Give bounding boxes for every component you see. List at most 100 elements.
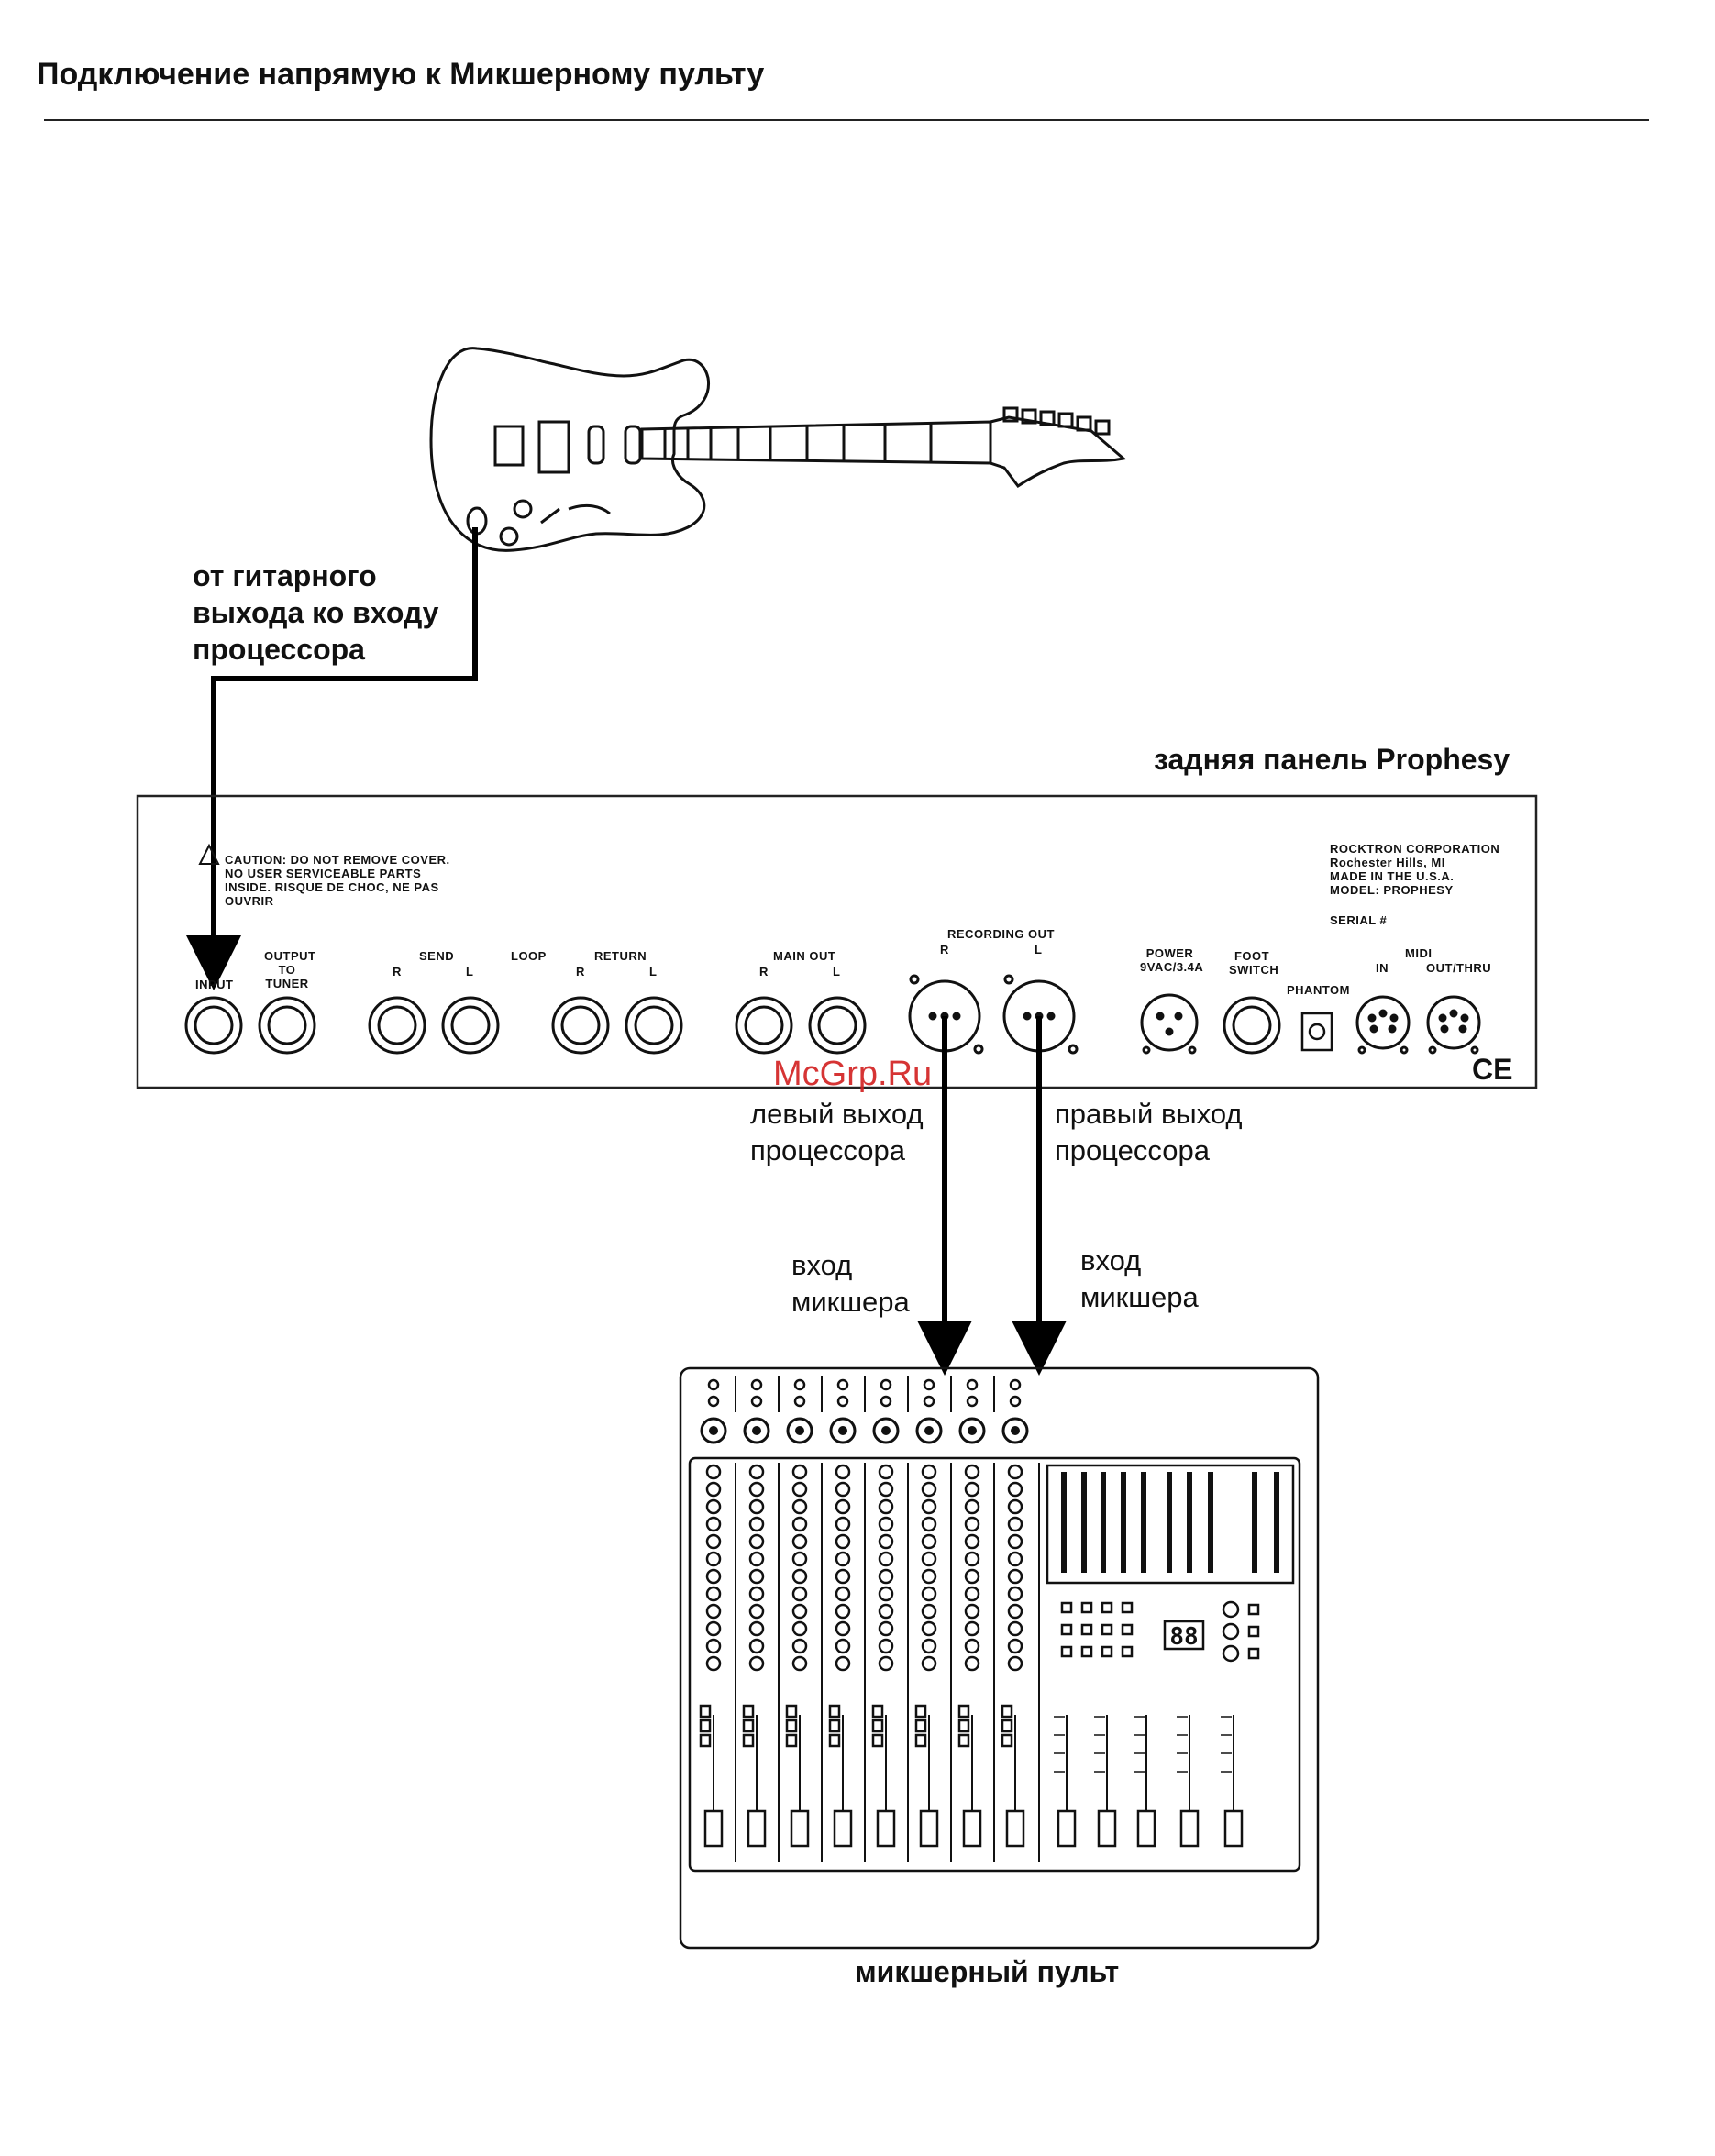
- recording-out-l-label: L: [1035, 943, 1043, 956]
- mixer-button: [914, 1704, 927, 1719]
- mixer-input-xlr: [786, 1417, 813, 1444]
- mixer-channel-knob: [835, 1655, 851, 1672]
- mixer-channel-knob: [964, 1533, 980, 1550]
- left-output-label: левый выход процессора: [750, 1098, 924, 1166]
- mixer-channel-knob: [964, 1603, 980, 1620]
- mixer-channel-knob: [1007, 1620, 1023, 1637]
- mixer-master-knob: [1222, 1644, 1240, 1663]
- mixer-channel-knob: [1007, 1551, 1023, 1567]
- mixer-led: [880, 1395, 892, 1408]
- mixer-button: [742, 1704, 755, 1719]
- mixer-meter: [1252, 1472, 1257, 1573]
- midi-out-connector: [1426, 995, 1481, 1055]
- mixer-master-knob: [1222, 1600, 1240, 1619]
- midi-label: MIDI: [1405, 946, 1433, 960]
- caution-text: CAUTION: DO NOT REMOVE COVER. NO USER SE…: [225, 853, 450, 908]
- foot-switch-jack: [1223, 996, 1281, 1055]
- guitar-neck: [640, 420, 992, 465]
- mixer-channel-knob: [705, 1586, 722, 1602]
- main-out-label: MAIN OUT: [773, 949, 836, 963]
- foot-switch-label: FOOT SWITCH: [1229, 949, 1279, 977]
- mixer-meter: [1167, 1472, 1172, 1573]
- mixer-master-button: [1121, 1623, 1134, 1636]
- mixer-channel-knob: [964, 1551, 980, 1567]
- send-l-jack: [441, 996, 500, 1055]
- midi-out-label: OUT/THRU: [1426, 961, 1492, 975]
- mixer-channel-knob: [1007, 1498, 1023, 1515]
- mixer-button: [699, 1704, 712, 1719]
- mixer-channel-knob: [791, 1533, 808, 1550]
- mixer-led: [923, 1395, 935, 1408]
- mixer-button: [828, 1719, 841, 1733]
- mixer-channel-knob: [921, 1603, 937, 1620]
- mixer-master-button: [1101, 1601, 1113, 1614]
- mixer-channel-knob: [835, 1603, 851, 1620]
- mixer-led: [1009, 1395, 1022, 1408]
- mixer-input-xlr: [829, 1417, 857, 1444]
- mixer-button: [1001, 1704, 1013, 1719]
- mixer-channel-knob: [705, 1551, 722, 1567]
- mixer-channel-knob: [921, 1568, 937, 1585]
- mixer-channel-knob: [1007, 1516, 1023, 1532]
- mixer-outline: [679, 1366, 1320, 1950]
- mixer-channel-area: [688, 1456, 1301, 1873]
- mixer-meter: [1101, 1472, 1106, 1573]
- mixer-channel-knob: [964, 1516, 980, 1532]
- send-l-label: L: [466, 965, 474, 978]
- mixer-master-fader-cap: [1057, 1809, 1077, 1848]
- mixer-led: [1009, 1378, 1022, 1391]
- mixer-channel-knob: [835, 1586, 851, 1602]
- mixer-master-button: [1121, 1645, 1134, 1658]
- mixer-meter: [1061, 1472, 1067, 1573]
- mixer-label: микшерный пульт: [855, 1955, 1120, 1988]
- mixer-fader-cap: [1005, 1809, 1025, 1848]
- mixer-channel-knob: [705, 1638, 722, 1654]
- title-divider: [44, 119, 1649, 121]
- mixer-channel-knob: [878, 1481, 894, 1498]
- mixer-channel-knob: [791, 1551, 808, 1567]
- mixer-channel-knob: [964, 1586, 980, 1602]
- mixer-channel-knob: [921, 1481, 937, 1498]
- page-title: Подключение напрямую к Микшерному пульту: [37, 57, 765, 92]
- mixer-input-xlr-pin: [881, 1426, 891, 1435]
- input-label: INPUT: [195, 978, 234, 991]
- mixer-channel-knob: [964, 1481, 980, 1498]
- mixer-meter: [1274, 1472, 1279, 1573]
- mixer-fader-cap: [790, 1809, 810, 1848]
- output-to-tuner-jack: [258, 996, 316, 1055]
- mixer-channel-knob: [921, 1498, 937, 1515]
- mixer-channel-knob: [748, 1533, 765, 1550]
- mixer-channel-knob: [705, 1516, 722, 1532]
- mixer-master-button: [1121, 1601, 1134, 1614]
- power-din-connector: [1140, 993, 1199, 1055]
- mixer-channel-knob: [835, 1464, 851, 1480]
- mixer-channel-knob: [878, 1464, 894, 1480]
- mixer-led: [966, 1395, 979, 1408]
- guitar-illustration: [429, 347, 1127, 552]
- mixer-led: [793, 1378, 806, 1391]
- main-out-r-jack: [735, 996, 793, 1055]
- send-r-label: R: [393, 965, 402, 978]
- mixer-channel-knob: [791, 1516, 808, 1532]
- recording-out-r-label: R: [940, 943, 949, 956]
- mixer-channel-knob: [748, 1586, 765, 1602]
- return-r-jack: [551, 996, 610, 1055]
- prophesy-panel-label: задняя панель Prophesy: [1154, 743, 1510, 776]
- mixer-channel-knob: [1007, 1533, 1023, 1550]
- mixer-channel-knob: [748, 1603, 765, 1620]
- mixer-channel-knob: [1007, 1586, 1023, 1602]
- mixer-button: [699, 1719, 712, 1733]
- mixer-channel-knob: [964, 1568, 980, 1585]
- right-output-label: правый выход процессора: [1055, 1098, 1243, 1166]
- manufacturer-text: ROCKTRON CORPORATION Rochester Hills, MI…: [1330, 842, 1500, 897]
- mixer-channel-knob: [878, 1620, 894, 1637]
- mixer-channel-knob: [921, 1464, 937, 1480]
- mixer-meter: [1121, 1472, 1126, 1573]
- guitar-knob-tone: [499, 526, 519, 547]
- mixer-display: [1163, 1620, 1205, 1651]
- mixer-channel-knob: [705, 1568, 722, 1585]
- mixer-meter: [1187, 1472, 1192, 1573]
- mixer-master-button: [1101, 1623, 1113, 1636]
- mixer-master-fader-cap: [1223, 1809, 1244, 1848]
- mixer-input-xlr-pin: [924, 1426, 934, 1435]
